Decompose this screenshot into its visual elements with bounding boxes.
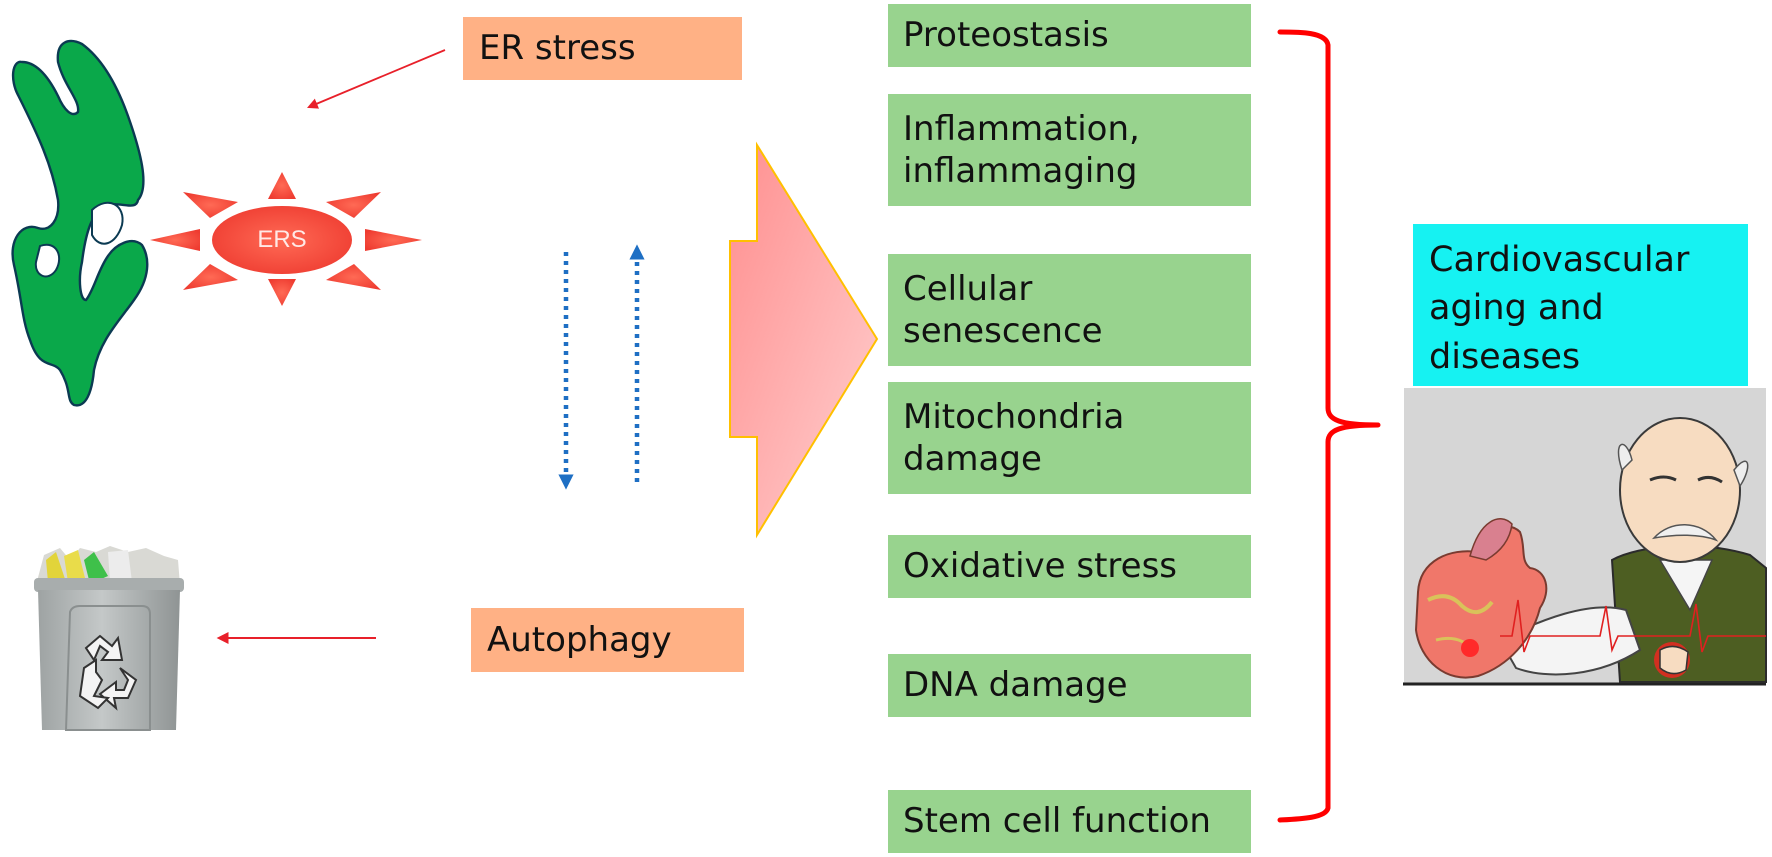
hallmark-box-stem-cell: Stem cell function xyxy=(888,790,1251,853)
hallmark-box-inflammation: Inflammation, inflammaging xyxy=(888,94,1251,206)
er-stress-arrow xyxy=(307,49,446,109)
outcome-line: aging and xyxy=(1429,288,1604,329)
ers-burst-icon xyxy=(150,172,422,306)
er-stress-label: ER stress xyxy=(479,28,636,69)
outcome-line: diseases xyxy=(1429,336,1581,377)
hallmark-label: Stem cell function xyxy=(903,801,1211,842)
outcome-box: Cardiovascular aging and diseases xyxy=(1413,224,1748,386)
hallmark-label: Mitochondria xyxy=(903,396,1125,437)
hallmark-label: Oxidative stress xyxy=(903,546,1177,587)
hallmark-label: Proteostasis xyxy=(903,15,1109,56)
recycle-symbol-icon xyxy=(78,634,138,711)
hallmark-box-mitochondria: Mitochondria damage xyxy=(888,382,1251,494)
hallmark-label: damage xyxy=(903,439,1042,479)
er-stress-box: ER stress xyxy=(463,17,742,80)
hallmark-label: inflammaging xyxy=(903,151,1138,191)
hallmark-box-dna-damage: DNA damage xyxy=(888,654,1251,717)
outcome-line: Cardiovascular xyxy=(1429,240,1690,280)
hallmark-box-oxidative-stress: Oxidative stress xyxy=(888,535,1251,598)
hallmark-label: DNA damage xyxy=(903,665,1128,706)
autophagy-label: Autophagy xyxy=(487,619,672,660)
hallmark-label: senescence xyxy=(903,311,1103,351)
hallmark-label: Cellular xyxy=(903,268,1033,309)
endoplasmic-reticulum-icon xyxy=(11,39,149,407)
recycle-bin-icon xyxy=(34,546,184,731)
hallmark-box-senescence: Cellular senescence xyxy=(888,254,1251,366)
autophagy-box: Autophagy xyxy=(471,608,744,672)
big-pink-arrow xyxy=(729,141,879,539)
red-curly-bracket xyxy=(1277,29,1381,823)
elderly-heart-patient-illustration xyxy=(1403,388,1767,686)
ers-badge-label: ERS xyxy=(257,226,307,253)
hallmark-label: Inflammation, xyxy=(903,108,1140,149)
hallmark-box-proteostasis: Proteostasis xyxy=(888,4,1251,67)
